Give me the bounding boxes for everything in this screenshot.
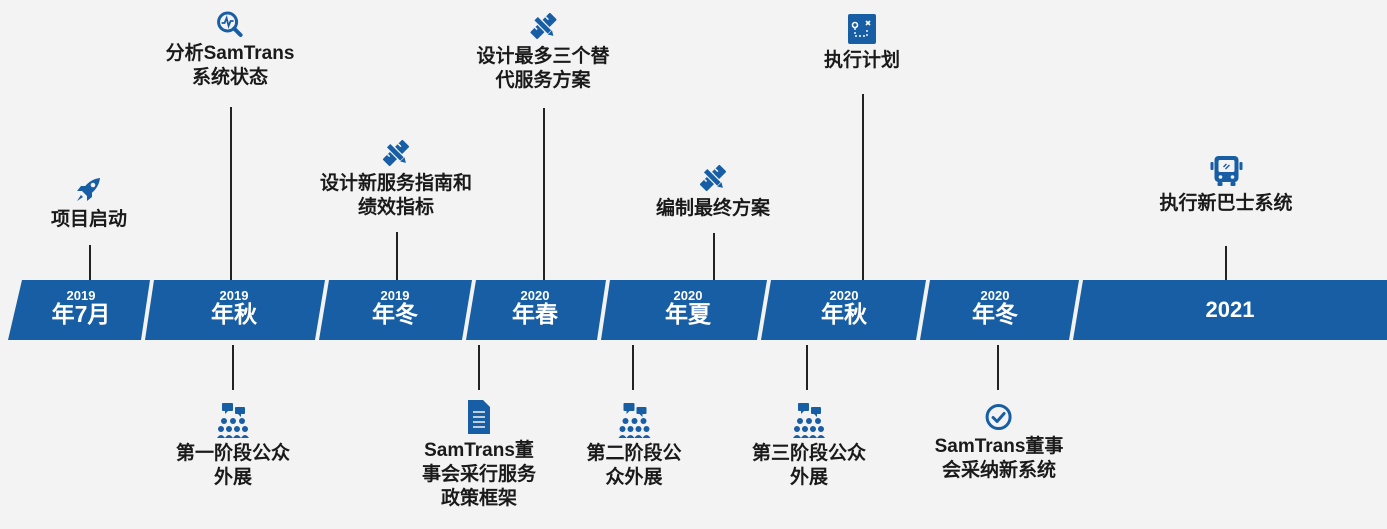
segment-season: 年7月 bbox=[51, 301, 111, 327]
plan-board-icon bbox=[847, 14, 876, 44]
people-meeting-icon bbox=[216, 403, 249, 438]
segment-season: 年秋 bbox=[211, 301, 257, 327]
event-board-policy-framework: SamTrans董 事会采行服务 政策框架 bbox=[422, 399, 536, 511]
segment-year: 2019 bbox=[219, 288, 249, 303]
connector-line bbox=[806, 345, 808, 390]
pencil-ruler-icon bbox=[699, 164, 727, 192]
rocket-icon bbox=[76, 178, 100, 201]
event-label: 执行新巴士系统 bbox=[1159, 193, 1293, 214]
event-design-alternatives: 设计最多三个替 代服务方案 bbox=[476, 11, 610, 93]
segment-season: 年春 bbox=[512, 301, 558, 327]
people-meeting-icon bbox=[617, 403, 650, 438]
event-label: SamTrans董事 bbox=[934, 436, 1064, 457]
bus-icon bbox=[1209, 156, 1242, 186]
people-meeting-icon bbox=[792, 403, 825, 438]
event-label: SamTrans董 bbox=[424, 440, 534, 461]
connector-line bbox=[232, 345, 234, 390]
event-new-bus-system: 执行新巴士系统 bbox=[1159, 154, 1293, 216]
segment-year: 2019 bbox=[66, 288, 96, 303]
connector-line bbox=[396, 232, 398, 280]
event-label: 设计最多三个替 bbox=[476, 46, 610, 67]
segment-year: 2020 bbox=[520, 288, 550, 303]
event-outreach-phase-1: 第一阶段公众 外展 bbox=[176, 402, 290, 490]
connector-line bbox=[713, 233, 715, 280]
connector-line bbox=[478, 345, 480, 390]
event-final-plan: 编制最终方案 bbox=[656, 163, 770, 221]
event-label: 外展 bbox=[213, 467, 253, 488]
magnify-chart-icon bbox=[217, 11, 243, 37]
segment-year: 2019 bbox=[380, 288, 410, 303]
connector-line bbox=[862, 94, 864, 280]
segment-shape bbox=[920, 280, 1079, 340]
event-board-adopt-system: SamTrans董事 会采纳新系统 bbox=[934, 403, 1064, 483]
event-label: 执行计划 bbox=[823, 50, 901, 71]
event-design-guidelines: 设计新服务指南和 绩效指标 bbox=[320, 138, 472, 220]
segment-shape bbox=[8, 280, 150, 340]
segment-shape bbox=[1073, 280, 1387, 340]
segment-season: 年冬 bbox=[972, 301, 1018, 327]
segment-shape bbox=[761, 280, 926, 340]
segment-2021: 2021 bbox=[1206, 299, 1255, 321]
segment-year: 2020 bbox=[673, 288, 703, 303]
check-circle-icon bbox=[985, 404, 1012, 430]
segment-season: 年秋 bbox=[821, 301, 867, 327]
segment-year: 2020 bbox=[829, 288, 859, 303]
event-analyze-system: 分析SamTrans 系统状态 bbox=[165, 10, 295, 90]
document-icon bbox=[467, 400, 490, 434]
connector-line bbox=[1225, 246, 1227, 280]
event-label: 外展 bbox=[789, 467, 829, 488]
segment-shape bbox=[319, 280, 472, 340]
segment-shape bbox=[601, 280, 767, 340]
event-project-kickoff: 项目启动 bbox=[51, 176, 127, 232]
connector-line bbox=[632, 345, 634, 390]
event-outreach-phase-3: 第三阶段公众 外展 bbox=[752, 402, 866, 490]
event-label: 编制最终方案 bbox=[655, 198, 771, 219]
event-execute-plan: 执行计划 bbox=[824, 13, 900, 73]
pencil-ruler-icon bbox=[382, 139, 410, 167]
event-label: 系统状态 bbox=[191, 67, 269, 88]
segment-shape bbox=[466, 280, 606, 340]
event-label: 第二阶段公 bbox=[586, 443, 682, 464]
connector-line bbox=[997, 345, 999, 390]
connector-line bbox=[543, 108, 545, 280]
segment-season: 年冬 bbox=[372, 301, 418, 327]
event-label: 第一阶段公众 bbox=[175, 443, 291, 464]
event-label: 项目启动 bbox=[50, 209, 128, 230]
event-label: 政策框架 bbox=[440, 488, 518, 509]
connector-line bbox=[89, 245, 91, 280]
event-label: 代服务方案 bbox=[495, 70, 591, 91]
segment-season: 2021 bbox=[1205, 297, 1255, 322]
event-label: 会采纳新系统 bbox=[941, 460, 1057, 481]
segment-year: 2020 bbox=[980, 288, 1010, 303]
pencil-ruler-icon bbox=[529, 12, 557, 40]
segment-season: 年夏 bbox=[665, 301, 711, 327]
event-label: 第三阶段公众 bbox=[751, 443, 867, 464]
event-outreach-phase-2: 第二阶段公 众外展 bbox=[586, 402, 682, 490]
event-label: 设计新服务指南和 bbox=[319, 173, 473, 194]
event-label: 绩效指标 bbox=[357, 197, 435, 218]
connector-line bbox=[230, 107, 232, 280]
segment-shape bbox=[145, 280, 325, 340]
event-label: 事会采行服务 bbox=[421, 464, 537, 485]
event-label: 众外展 bbox=[605, 467, 663, 488]
event-label: 分析SamTrans bbox=[165, 43, 295, 64]
